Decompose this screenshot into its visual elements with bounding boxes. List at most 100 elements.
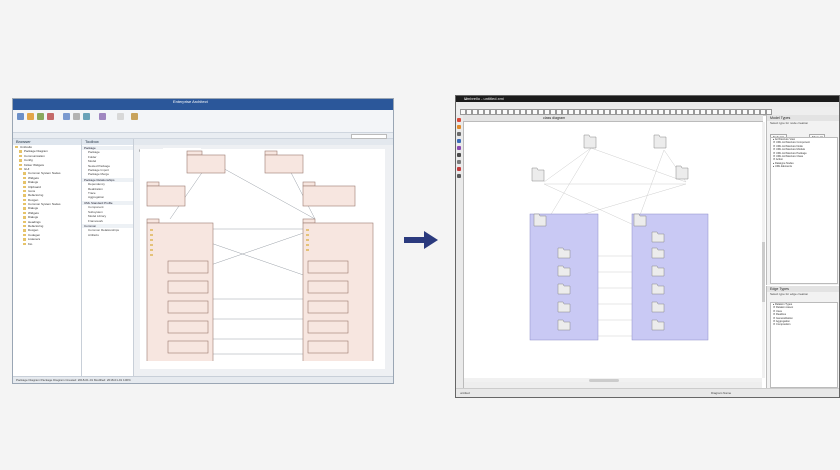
folder-icon[interactable] bbox=[651, 283, 665, 295]
toolbar-button-icon[interactable] bbox=[688, 109, 694, 115]
filter-icon[interactable] bbox=[131, 113, 138, 120]
toolbar-button-icon[interactable] bbox=[742, 109, 748, 115]
edge-type-item[interactable]: ☑ Composition bbox=[773, 323, 791, 327]
toolbar-button-icon[interactable] bbox=[682, 109, 688, 115]
sub-package[interactable] bbox=[167, 340, 209, 354]
folder-icon[interactable] bbox=[557, 283, 571, 295]
toolbar-button-icon[interactable] bbox=[598, 109, 604, 115]
toolbar-button-icon[interactable] bbox=[586, 109, 592, 115]
folder-icon[interactable] bbox=[633, 213, 647, 227]
toolbox-group-header[interactable]: Common bbox=[82, 223, 133, 229]
toolbar-button-icon[interactable] bbox=[460, 109, 466, 115]
toolbar-button-icon[interactable] bbox=[472, 109, 478, 115]
toolbar-button-icon[interactable] bbox=[640, 109, 646, 115]
toolbar-button-icon[interactable] bbox=[634, 109, 640, 115]
sub-package[interactable] bbox=[167, 300, 209, 314]
edge-type-item[interactable]: ☑ Relation Assoc bbox=[773, 306, 794, 310]
close-icon[interactable]: × bbox=[464, 96, 468, 101]
toolbar-button-icon[interactable] bbox=[676, 109, 682, 115]
toolbar-button-icon[interactable] bbox=[502, 109, 508, 115]
toolbar-button-icon[interactable] bbox=[484, 109, 490, 115]
workspace-icon[interactable] bbox=[63, 113, 70, 120]
toolbar-button-icon[interactable] bbox=[544, 109, 550, 115]
browser-tree-item[interactable]: Config bbox=[13, 158, 81, 162]
model-type-item[interactable]: ▸ Architecture View bbox=[773, 138, 796, 141]
toolbar-button-icon[interactable] bbox=[652, 109, 658, 115]
model-type-item[interactable]: ☑ Action bbox=[773, 158, 784, 162]
toolbar-button-icon[interactable] bbox=[760, 109, 766, 115]
sub-package[interactable] bbox=[307, 340, 349, 354]
folder-icon[interactable] bbox=[651, 265, 665, 277]
package-kicker[interactable] bbox=[146, 185, 186, 207]
toolbar-button-icon[interactable] bbox=[706, 109, 712, 115]
folder-icon[interactable] bbox=[533, 213, 547, 227]
toolbox-group-header[interactable]: UML Standard Profile bbox=[82, 200, 133, 206]
search-icon[interactable] bbox=[117, 113, 124, 120]
edge-type-item[interactable]: ☑ Uses bbox=[773, 309, 782, 313]
edge-type-item[interactable]: ☑ Aggregation bbox=[773, 320, 790, 324]
toolbar-button-icon[interactable] bbox=[694, 109, 700, 115]
browser-tree-item[interactable]: Clipboard bbox=[13, 185, 81, 189]
model-type-item[interactable]: ▸ Datatype Nodes bbox=[773, 161, 794, 165]
toolbox-icon[interactable] bbox=[47, 113, 54, 120]
browser-tree-item[interactable]: Kicker Widgets bbox=[13, 163, 81, 167]
edge-type-item[interactable]: ▸ Relation Types bbox=[773, 303, 793, 306]
toolbox-item[interactable]: Folder bbox=[88, 154, 97, 159]
toolbar-button-icon[interactable] bbox=[658, 109, 664, 115]
toolbox-group-header[interactable]: Package bbox=[82, 146, 133, 151]
folder-icon[interactable] bbox=[651, 301, 665, 313]
toolbox-item[interactable]: Model Library bbox=[88, 214, 107, 219]
browser-tree-item[interactable]: Headings bbox=[13, 220, 81, 224]
model-type-item[interactable]: ☑ UML Architecture Node bbox=[773, 144, 803, 148]
toolbar-button-icon[interactable] bbox=[466, 109, 472, 115]
toolbar-button-icon[interactable] bbox=[766, 109, 772, 115]
toolbox-item[interactable]: Framework bbox=[88, 218, 104, 223]
toolbar-button-icon[interactable] bbox=[730, 109, 736, 115]
toolbar-button-icon[interactable] bbox=[736, 109, 742, 115]
browser-tree-item[interactable]: Dialogs bbox=[13, 215, 81, 219]
toolbar-button-icon[interactable] bbox=[622, 109, 628, 115]
browser-tree-item[interactable]: Dialogs bbox=[13, 180, 81, 184]
folder-icon[interactable] bbox=[583, 134, 597, 149]
browser-tree-item[interactable]: Widgets bbox=[13, 211, 81, 215]
palette-tool-icon[interactable] bbox=[457, 174, 461, 178]
browser-tree-item[interactable]: Docgen bbox=[13, 228, 81, 232]
navigate-icon[interactable] bbox=[83, 113, 90, 120]
properties-icon[interactable] bbox=[99, 113, 106, 120]
model-type-item[interactable]: ☑ UML Architecture Component bbox=[773, 141, 810, 145]
toolbox-item[interactable]: Package Import bbox=[88, 168, 110, 173]
palette-tool-icon[interactable] bbox=[457, 125, 461, 129]
toolbar-button-icon[interactable] bbox=[616, 109, 622, 115]
toolbox-item[interactable]: Aggregation bbox=[88, 195, 105, 200]
model-type-item[interactable]: ☑ UML Architecture Module bbox=[773, 148, 806, 152]
package-umbrello[interactable] bbox=[529, 213, 599, 341]
browser-tree-item[interactable]: Codegen bbox=[13, 233, 81, 237]
palette-tool-icon[interactable] bbox=[457, 146, 461, 150]
browser-tree-item[interactable]: Umbrello bbox=[13, 145, 81, 149]
toolbox-item[interactable]: Subsystem bbox=[88, 209, 103, 214]
toolbar-button-icon[interactable] bbox=[718, 109, 724, 115]
browser-tree-item[interactable]: Listeners bbox=[13, 237, 81, 241]
browser-tree-item[interactable]: Icons bbox=[13, 189, 81, 193]
edge-type-item[interactable]: ☑ Generalization bbox=[773, 316, 793, 320]
toolbar-button-icon[interactable] bbox=[556, 109, 562, 115]
model-type-item[interactable]: ☑ UML Architecture Package bbox=[773, 151, 807, 155]
tab-class-diagram[interactable]: class diagram bbox=[543, 116, 566, 120]
minimize-icon[interactable]: – bbox=[464, 96, 468, 101]
toolbar-button-icon[interactable] bbox=[604, 109, 610, 115]
toolbar-button-icon[interactable] bbox=[748, 109, 754, 115]
toolbox-item[interactable]: Realization bbox=[88, 186, 103, 191]
vertical-scrollbar[interactable] bbox=[762, 122, 765, 378]
toolbox-item[interactable]: Nested Package bbox=[88, 163, 111, 168]
palette-tool-icon[interactable] bbox=[457, 160, 461, 164]
toolbar-button-icon[interactable] bbox=[664, 109, 670, 115]
toolbox-item[interactable]: Common Relationships bbox=[88, 228, 120, 233]
search-input[interactable] bbox=[351, 134, 387, 139]
toolbar-button-icon[interactable] bbox=[712, 109, 718, 115]
folder-icon[interactable] bbox=[557, 265, 571, 277]
toolbar-button-icon[interactable] bbox=[478, 109, 484, 115]
browser-tree-item[interactable]: Refactoring bbox=[13, 224, 81, 228]
new-element-icon[interactable] bbox=[27, 113, 34, 120]
toolbar-button-icon[interactable] bbox=[574, 109, 580, 115]
palette-tool-icon[interactable] bbox=[457, 153, 461, 157]
